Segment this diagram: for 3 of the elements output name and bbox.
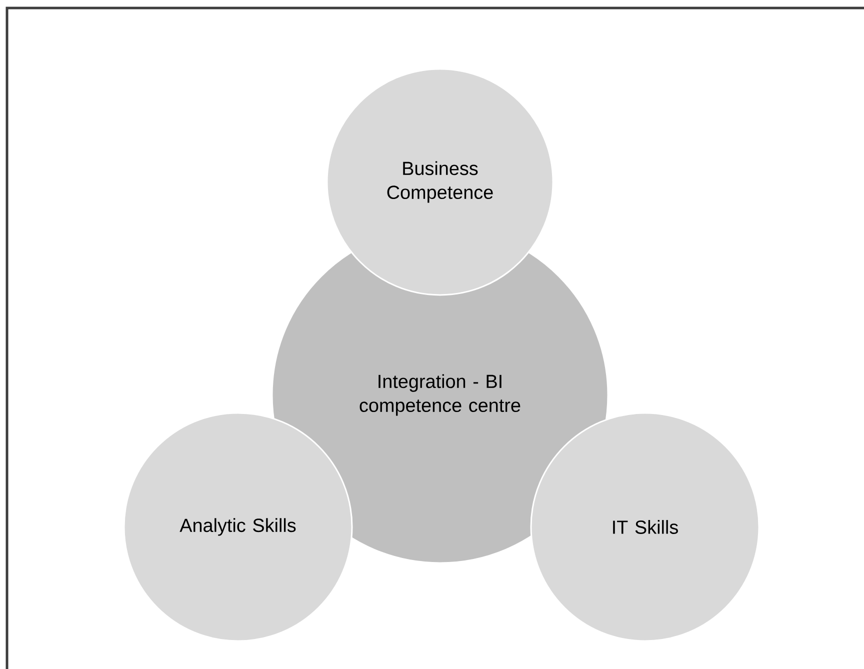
circle-node: IT Skills — [530, 412, 760, 642]
circle-node: Analytic Skills — [123, 412, 353, 642]
circle-node: Business Competence — [326, 68, 554, 296]
